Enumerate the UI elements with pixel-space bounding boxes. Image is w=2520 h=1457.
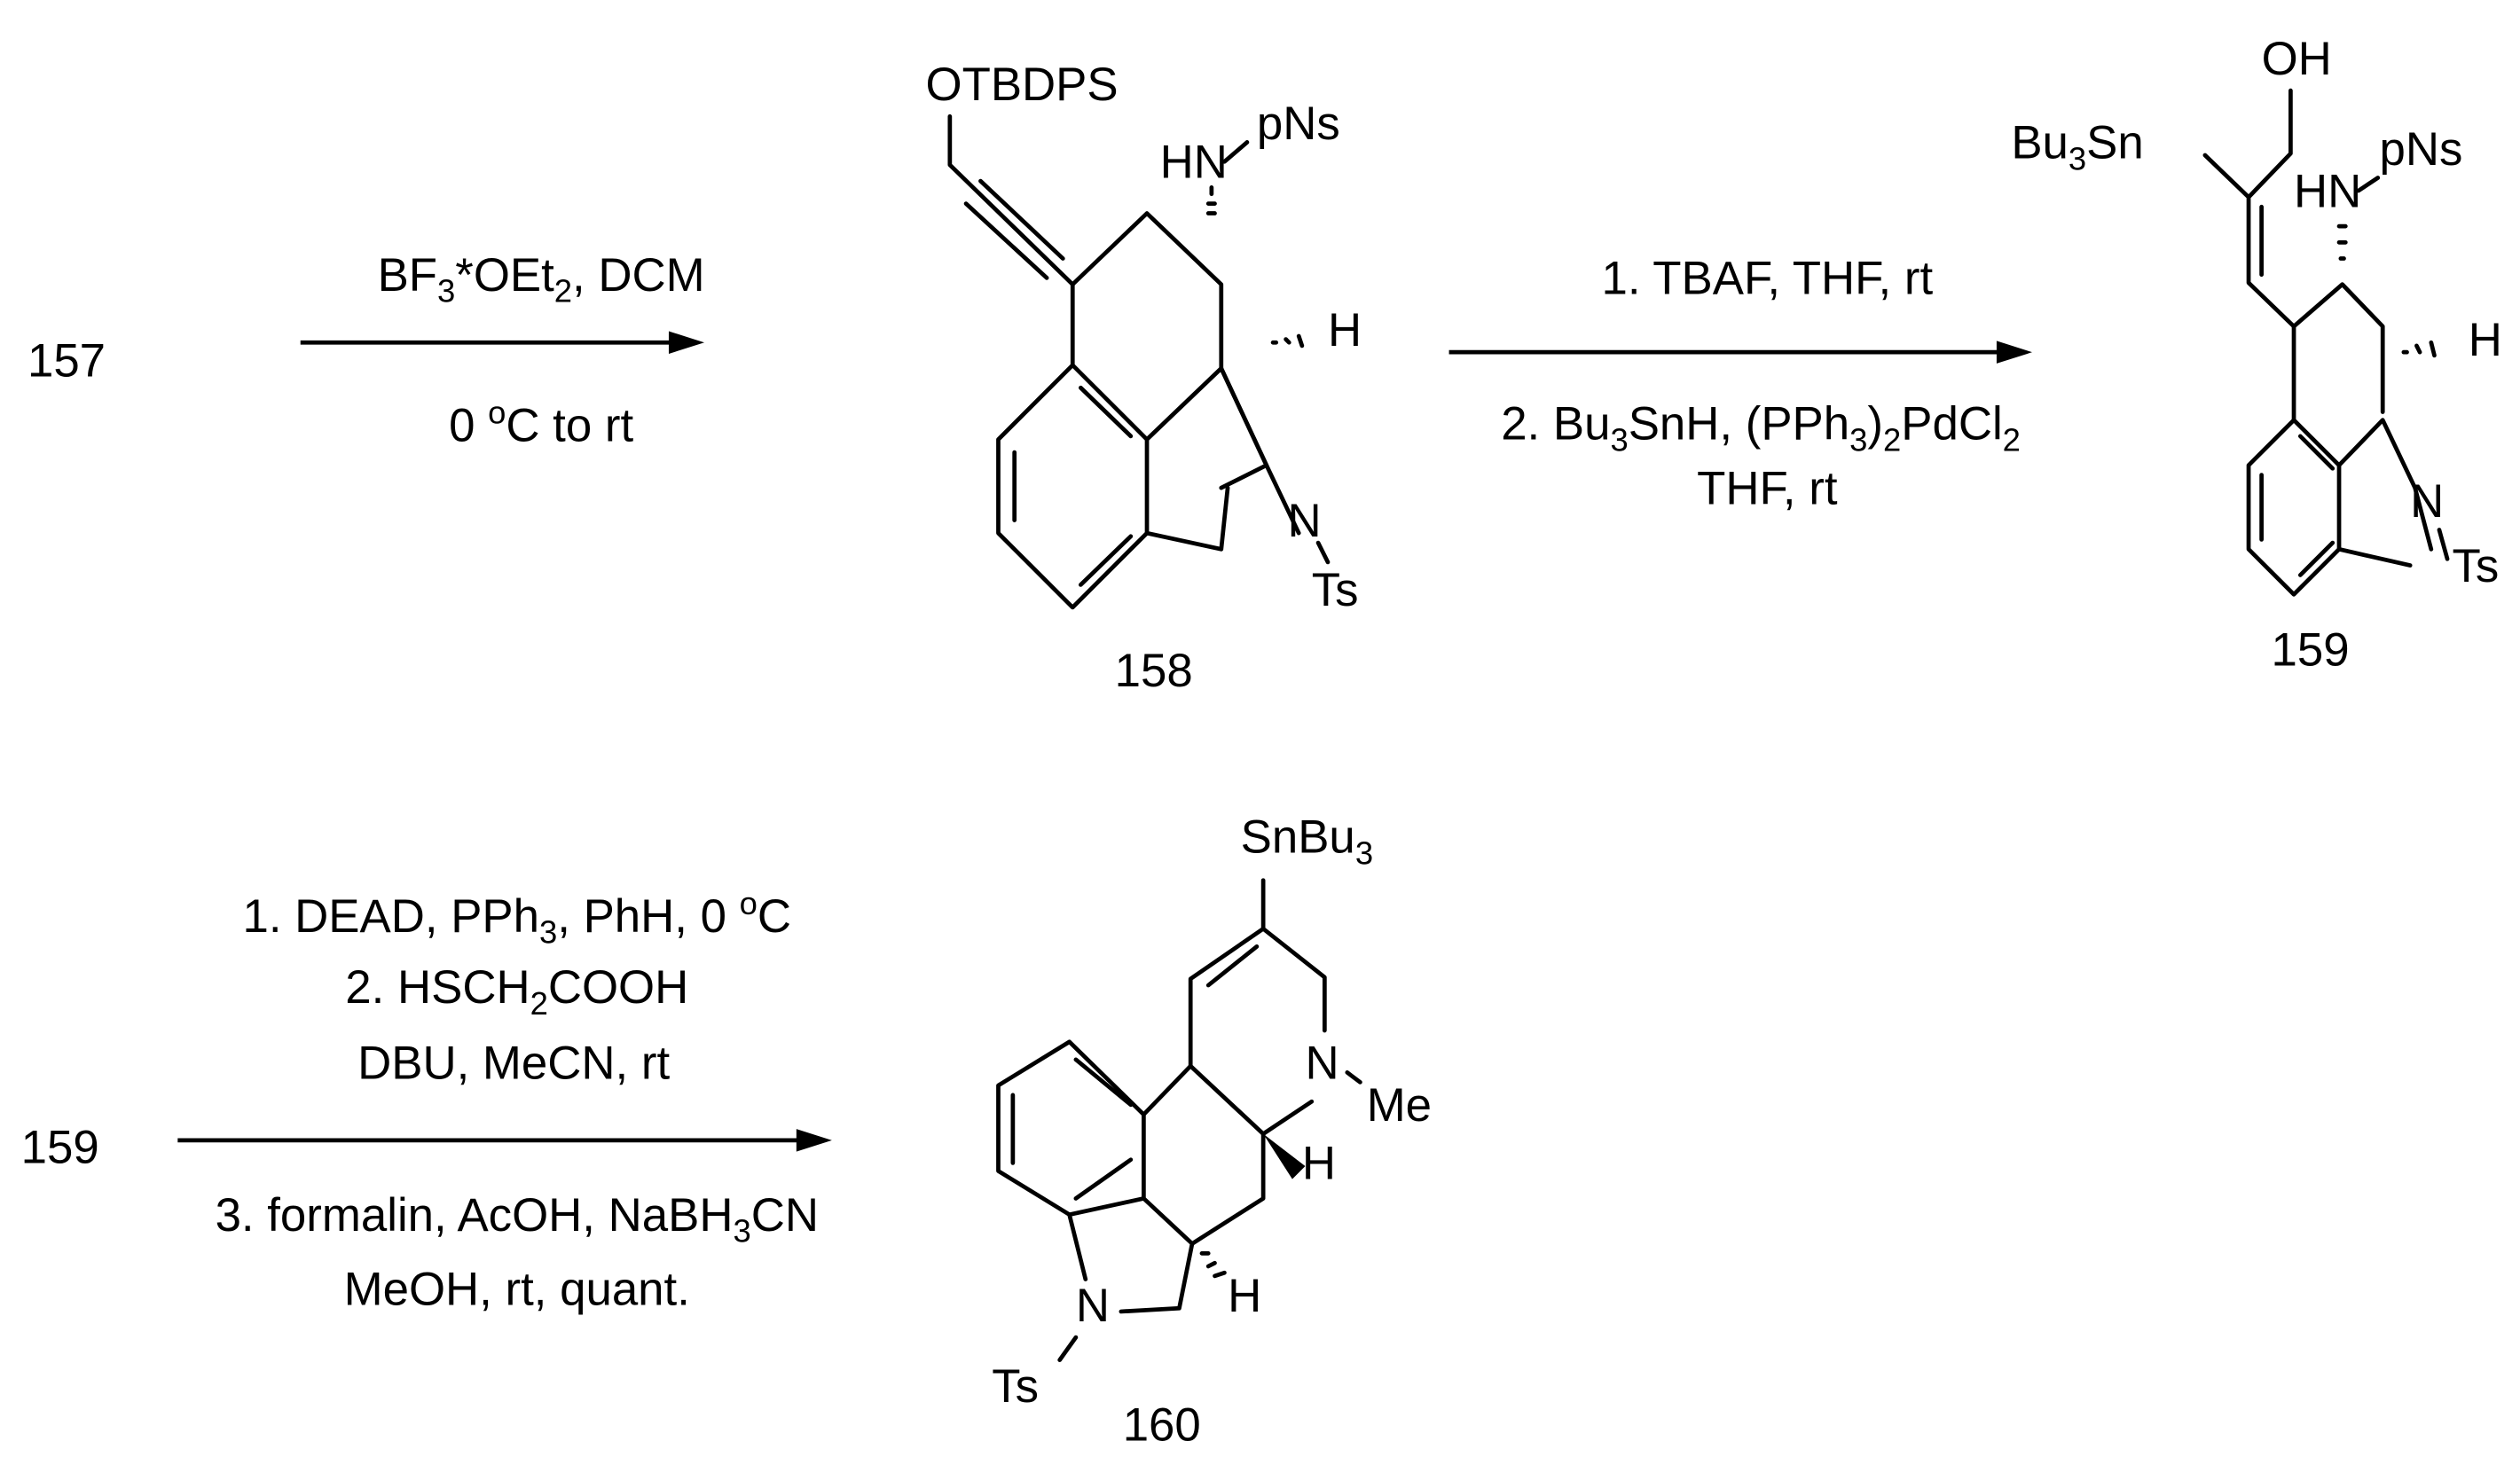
conditions-step3-below-1: 3. formalin, AcOH, NaBH3CN	[216, 1189, 819, 1249]
conditions-step2-above: 1. TBAF, THF, rt	[1602, 253, 1934, 305]
h-atom-2: H	[1228, 1270, 1261, 1322]
n-amine-atom: N	[1305, 1038, 1339, 1090]
h-atom-1: H	[1302, 1138, 1336, 1190]
hn-group: HN	[1160, 136, 1228, 188]
compound-160-label: 160	[1123, 1399, 1201, 1452]
conditions-step2-below-1: 2. Bu3SnH, (PPh3)2PdCl2	[1501, 398, 2021, 458]
ts-group: Ts	[992, 1360, 1039, 1413]
me-group: Me	[1367, 1079, 1432, 1132]
compound-159-label: 159	[2272, 623, 2350, 676]
reaction-arrow-3	[177, 1129, 832, 1152]
compound-159-start-label: 159	[21, 1121, 99, 1173]
conditions-step3-above-2: 2. HSCH2COOH	[345, 961, 688, 1022]
structure-159: OH Bu3Sn HN pNs H N Ts	[2011, 33, 2502, 597]
reaction-arrow-1	[300, 331, 705, 354]
n-indole-atom: N	[1076, 1280, 1110, 1332]
ts-group: Ts	[1312, 564, 1359, 616]
conditions-step3-above-1: 1. DEAD, PPh3, PhH, 0 oC	[242, 885, 791, 951]
compound-158-label: 158	[1115, 645, 1193, 697]
conditions-step3-below-2: MeOH, rt, quant.	[344, 1264, 690, 1316]
conditions-step2-below-2: THF, rt	[1697, 462, 1838, 514]
n-atom: N	[2410, 475, 2444, 528]
conditions-step3-above-3: DBU, MeCN, rt	[357, 1038, 670, 1090]
conditions-step1-above: BF3*OEt2, DCM	[378, 249, 705, 309]
pns-group: pNs	[2380, 123, 2463, 176]
hn-group: HN	[2294, 165, 2361, 217]
conditions-step1-below: 0 oC to rt	[449, 394, 633, 451]
h-atom: H	[2469, 314, 2502, 366]
structure-160: SnBu3 N Me H H N Ts	[992, 811, 1432, 1413]
h-atom: H	[1328, 304, 1362, 356]
otbdps-group: OTBDPS	[926, 59, 1119, 111]
bu3sn-group: Bu3Sn	[2011, 117, 2143, 177]
oh-group: OH	[2262, 33, 2332, 85]
reaction-arrow-2	[1448, 341, 2033, 364]
snbu3-group: SnBu3	[1241, 811, 1373, 872]
compound-157-label: 157	[27, 334, 106, 387]
structure-158: OTBDPS HN pNs H N Ts	[926, 59, 1362, 616]
ts-group: Ts	[2453, 540, 2500, 592]
n-atom: N	[1287, 495, 1321, 547]
pns-group: pNs	[1257, 98, 1340, 150]
